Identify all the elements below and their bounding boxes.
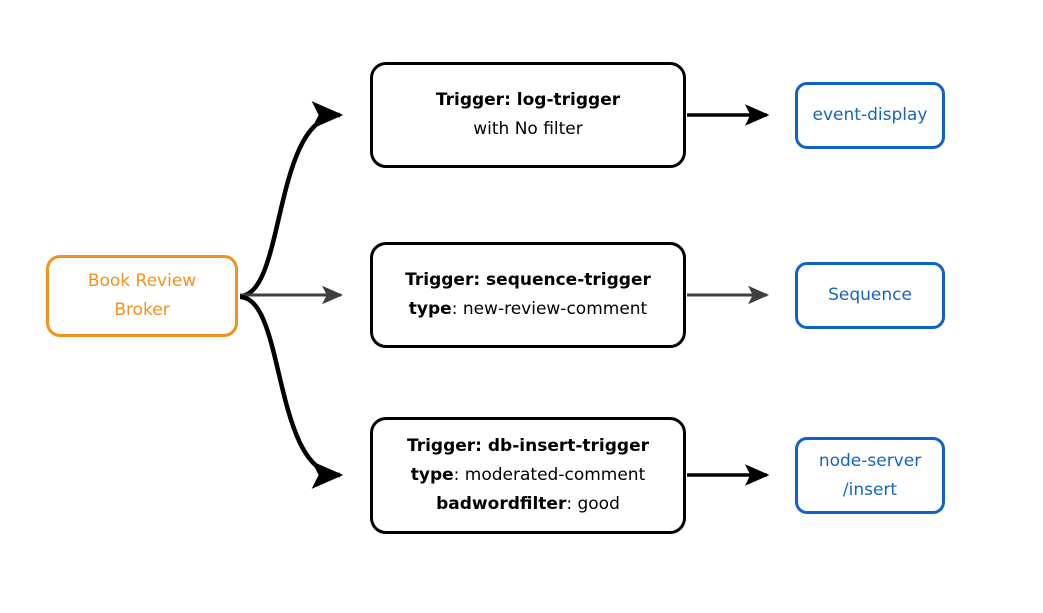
trigger-dbinsert-type-row: type: moderated-comment: [411, 461, 646, 490]
broker-label-line2: Broker: [114, 300, 170, 320]
target-node-server-label-line1: node-server: [818, 450, 922, 471]
trigger-sequence-type-key: type: [408, 299, 452, 319]
node-target-node-server-insert[interactable]: node-server /insert: [795, 437, 945, 514]
trigger-log-filter: with No filter: [473, 119, 583, 139]
node-trigger-db-insert-trigger[interactable]: Trigger: db-insert-trigger type: moderat…: [370, 417, 686, 534]
node-trigger-sequence-trigger[interactable]: Trigger: sequence-trigger type: new-revi…: [370, 242, 686, 348]
edge-broker-to-db-insert-trigger: [239, 294, 344, 489]
node-book-review-broker[interactable]: Book Review Broker: [46, 255, 238, 337]
trigger-log-title: Trigger: log-trigger: [435, 90, 621, 110]
trigger-dbinsert-badwordfilter-row: badwordfilter: good: [436, 490, 620, 519]
trigger-dbinsert-type-key: type: [410, 465, 454, 485]
target-node-server-label-line2: /insert: [842, 479, 898, 500]
trigger-sequence-type-value: : new-review-comment: [451, 299, 648, 319]
trigger-sequence-type-row: type: new-review-comment: [409, 295, 647, 324]
trigger-dbinsert-badwordfilter-key: badwordfilter: [436, 494, 567, 514]
node-target-event-display[interactable]: event-display: [795, 82, 945, 149]
edge-broker-to-log-trigger: [239, 101, 344, 299]
node-trigger-log-trigger[interactable]: Trigger: log-trigger with No filter: [370, 62, 686, 168]
trigger-dbinsert-title: Trigger: db-insert-trigger: [406, 436, 650, 456]
trigger-dbinsert-badwordfilter-value: : good: [566, 494, 620, 514]
node-target-sequence[interactable]: Sequence: [795, 262, 945, 329]
trigger-sequence-title: Trigger: sequence-trigger: [405, 270, 651, 290]
target-event-display-label: event-display: [812, 105, 928, 125]
trigger-dbinsert-type-value: : moderated-comment: [453, 465, 646, 485]
target-sequence-label: Sequence: [828, 285, 912, 305]
broker-label-line1: Book Review: [87, 271, 197, 291]
